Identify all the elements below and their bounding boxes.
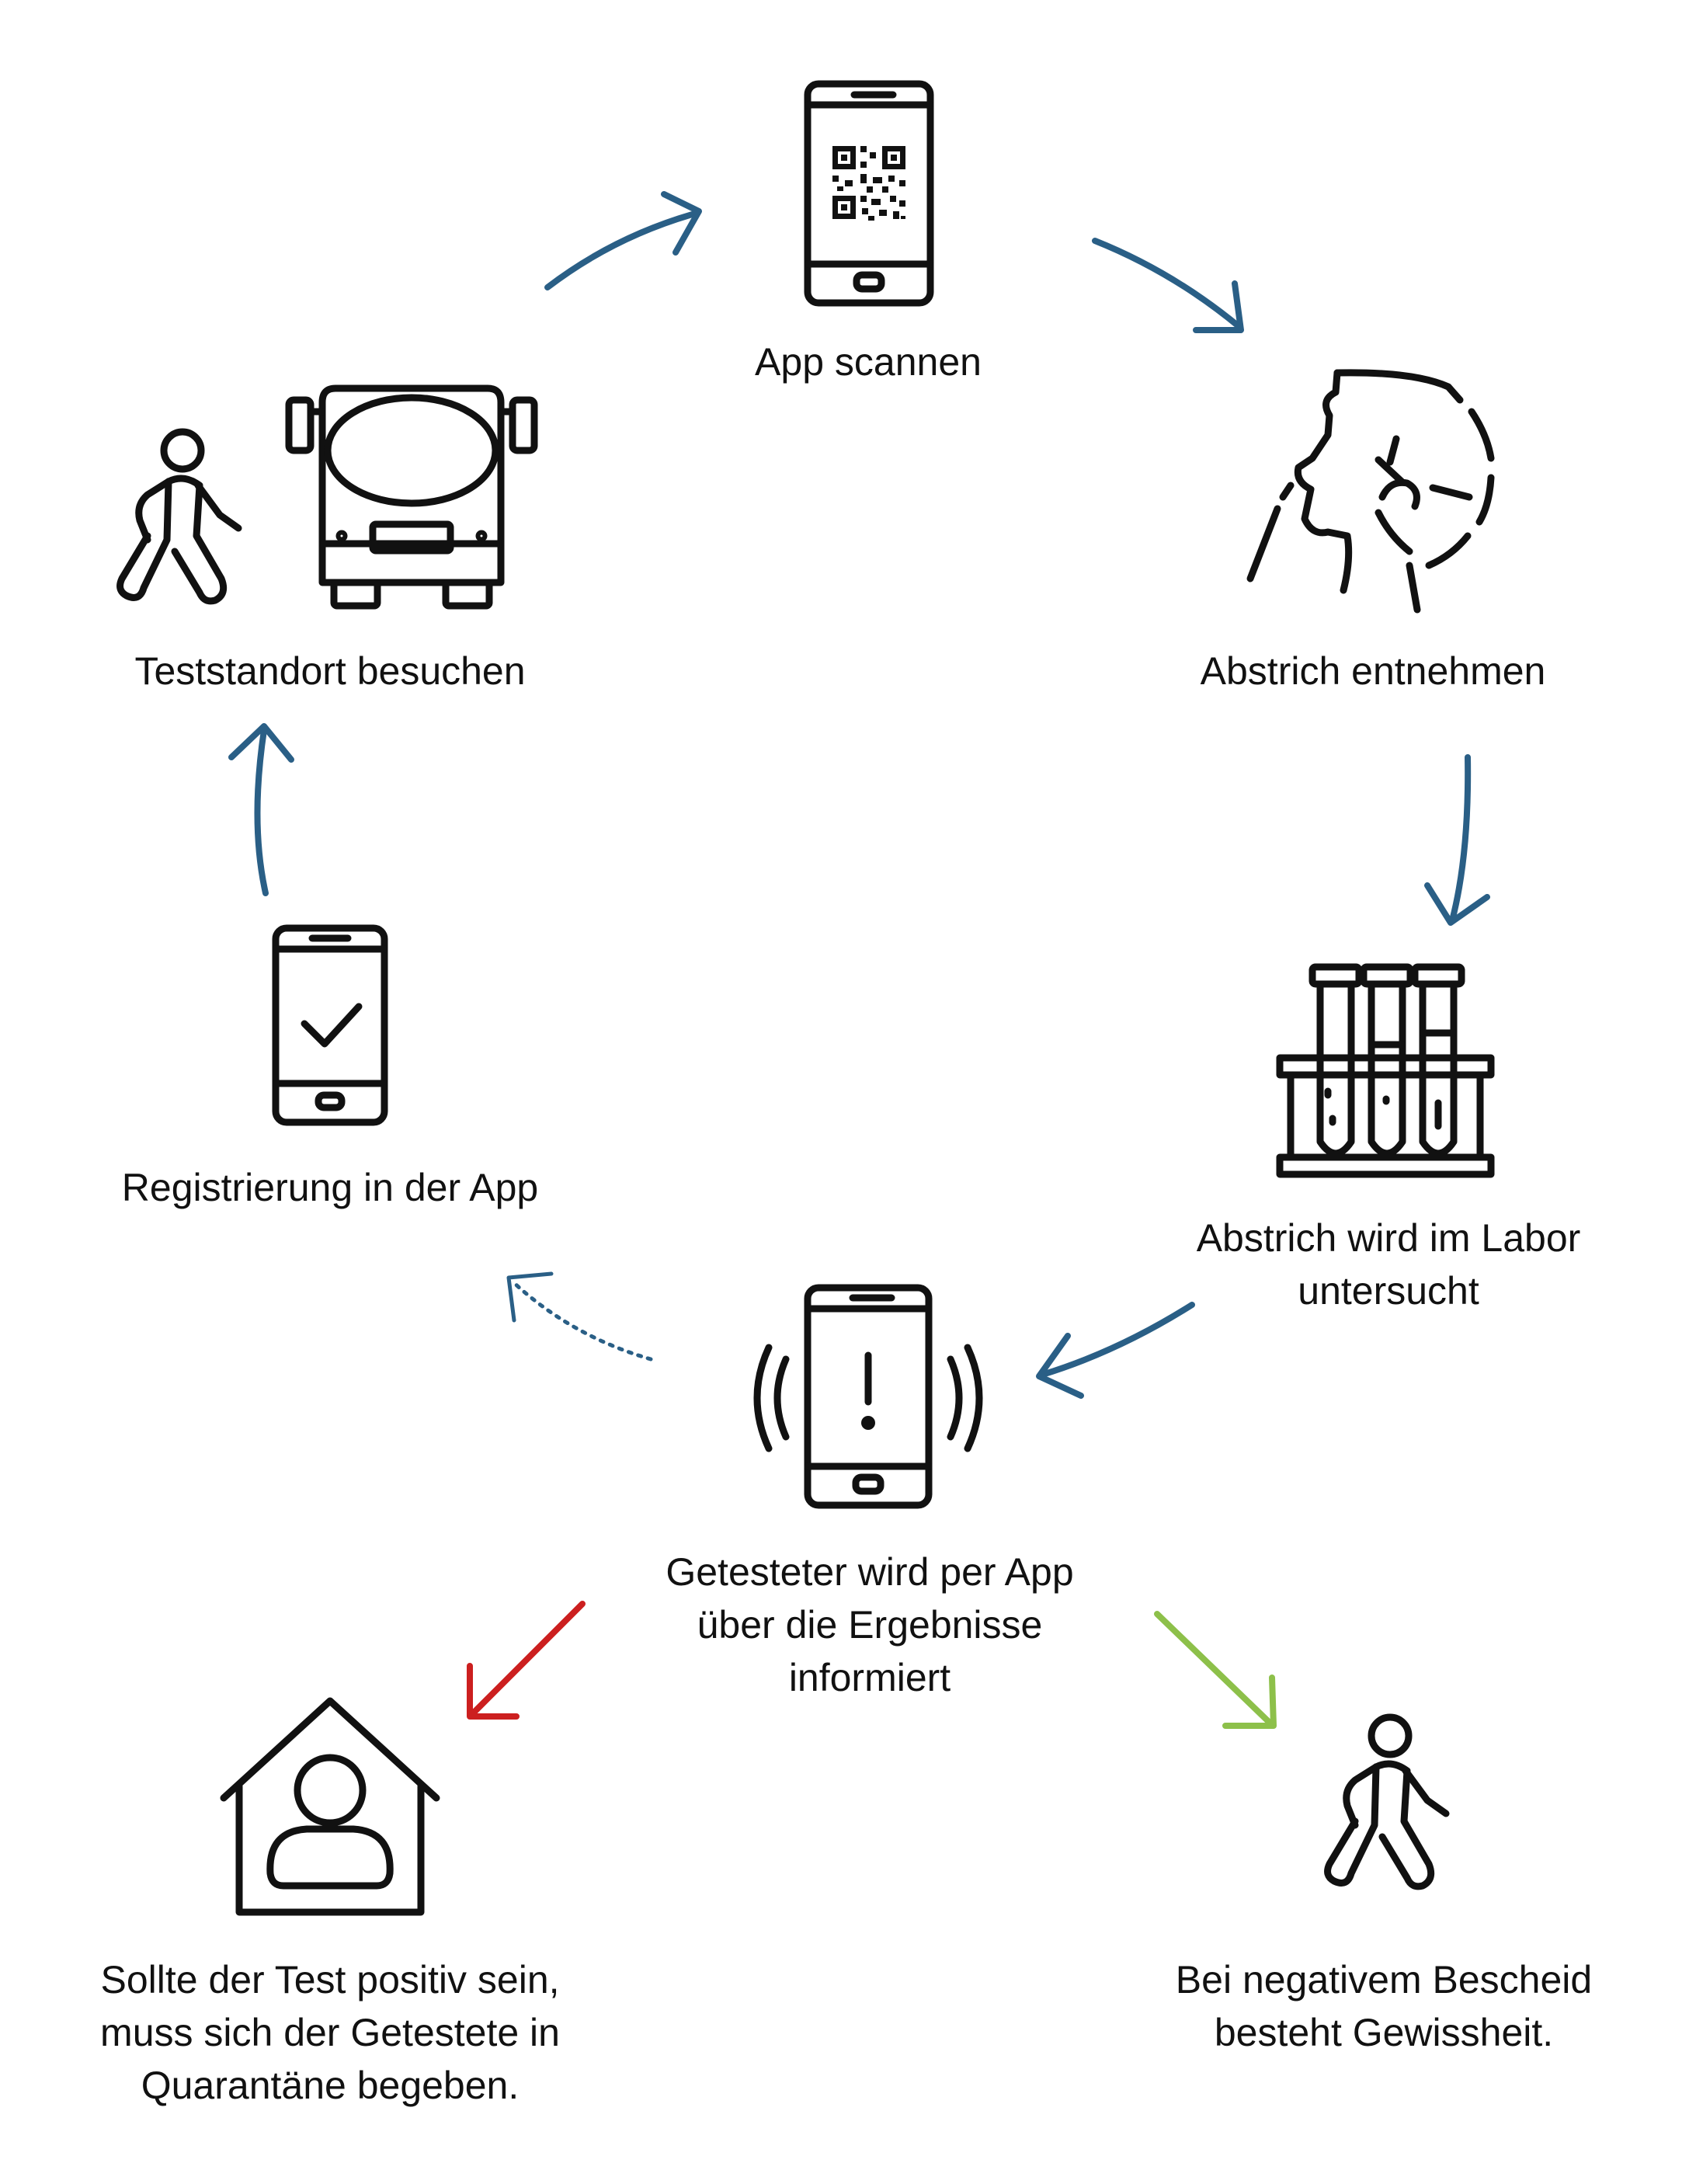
test-tubes-icon: [1276, 963, 1495, 1178]
home-quarantine-icon: [220, 1697, 440, 1916]
phone-check-icon: [272, 924, 388, 1126]
label-negative: Bei negativem Bescheid besteht Gewisshei…: [1175, 1958, 1593, 2054]
arrow-lab-to-notify: [1036, 1302, 1195, 1399]
arrow-positive-red: [467, 1601, 586, 1720]
bus-icon: [285, 384, 538, 610]
qr-code-phone-icon: [804, 80, 934, 307]
label-positive: Sollte der Test positiv sein, muss sich …: [100, 1958, 560, 2107]
walking-person-icon: [116, 428, 242, 605]
label-register: Registrierung in der App: [121, 1166, 539, 1209]
arrow-register-to-visit: [228, 723, 294, 896]
label-notify: Getesteter wird per App über die Ergebni…: [666, 1550, 1074, 1699]
arrow-swab-to-lab: [1424, 754, 1490, 926]
label-visit-site: Teststandort besuchen: [134, 649, 526, 693]
label-take-swab: Abstrich entnehmen: [1200, 649, 1546, 693]
walking-person-icon: [1324, 1713, 1450, 1890]
arrow-notify-to-register-dotted: [506, 1271, 653, 1362]
arrow-scan-to-swab: [1092, 238, 1244, 333]
arrow-negative-green: [1154, 1611, 1277, 1729]
nasal-swab-icon: [1246, 369, 1495, 614]
phone-alert-icon: [753, 1284, 983, 1509]
arrow-visit-to-scan: [544, 191, 702, 290]
label-lab: Abstrich wird im Labor untersucht: [1196, 1216, 1581, 1313]
label-scan-app: App scannen: [755, 340, 982, 384]
